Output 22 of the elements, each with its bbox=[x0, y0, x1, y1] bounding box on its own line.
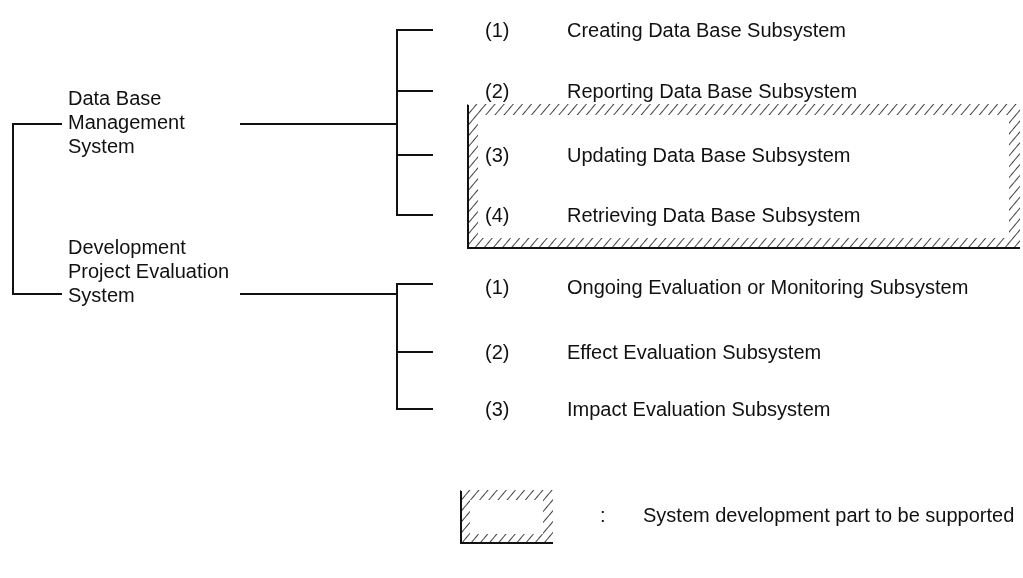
item-number: (3) bbox=[485, 143, 510, 167]
subsystem-name: Updating Data Base Subsystem bbox=[567, 143, 852, 167]
item-number: (2) bbox=[485, 340, 510, 364]
item-number: (1) bbox=[485, 275, 510, 299]
subsystem-name: Effect Evaluation Subsystem bbox=[567, 340, 823, 364]
system-name: Data Base Management System bbox=[68, 86, 186, 158]
connector-line bbox=[239, 123, 434, 216]
subsystem-name: Creating Data Base Subsystem bbox=[567, 18, 848, 42]
hatched-frame bbox=[467, 104, 1020, 249]
system-name: Development Project Evaluation System bbox=[68, 235, 231, 307]
item-number: (2) bbox=[485, 79, 510, 103]
subsystem-name: Ongoing Evaluation or Monitoring Subsystem bbox=[567, 275, 970, 299]
connector-line bbox=[239, 293, 434, 410]
legend-text: System development part to be supported bbox=[643, 503, 1015, 527]
subsystem-name: Impact Evaluation Subsystem bbox=[567, 397, 832, 421]
separator-colon: : bbox=[600, 503, 606, 527]
item-number: (3) bbox=[485, 397, 510, 421]
item-number: (1) bbox=[485, 18, 510, 42]
item-number: (4) bbox=[485, 203, 510, 227]
connector-line bbox=[12, 123, 63, 295]
subsystem-name: Retrieving Data Base Subsystem bbox=[567, 203, 862, 227]
subsystem-name: Reporting Data Base Subsystem bbox=[567, 79, 859, 103]
